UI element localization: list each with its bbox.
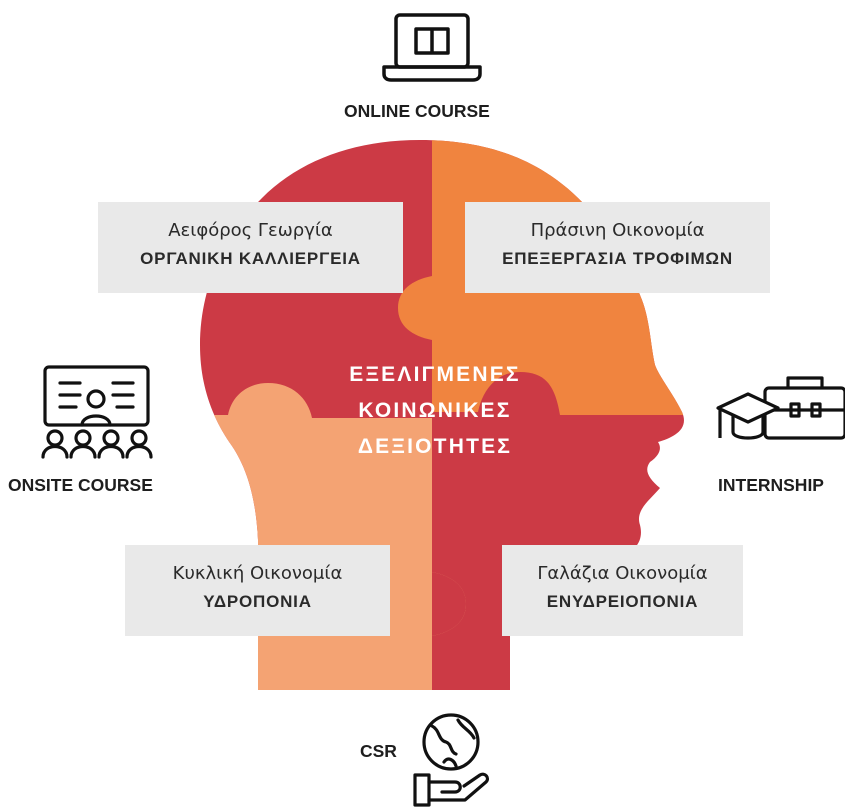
onsite-course-label: ONSITE COURSE: [8, 475, 153, 495]
center-title-line-1: ΕΞΕΛΙΓΜΕΝΕΣ: [349, 363, 521, 386]
globe-hand-icon: [413, 713, 490, 807]
box-title: ΟΡΓΑΝΙΚΗ ΚΑΛΛΙΕΡΓΕΙΑ: [140, 249, 361, 268]
laptop-book-icon: [382, 13, 482, 82]
box-title: ΥΔΡΟΠΟΝΙΑ: [203, 592, 312, 611]
box-hydroponics: Κυκλική Οικονομία ΥΔΡΟΠΟΝΙΑ: [125, 545, 390, 636]
csr-label: CSR: [360, 741, 397, 761]
box-title: ΕΠΕΞΕΡΓΑΣΙΑ ΤΡΟΦΙΜΩΝ: [502, 249, 733, 268]
classroom-icon: [41, 365, 153, 459]
box-aquaponics: Γαλάζια Οικονομία ΕΝΥΔΡΕΙΟΠΟΝΙΑ: [502, 545, 743, 636]
box-food-processing: Πράσινη Οικονομία ΕΠΕΞΕΡΓΑΣΙΑ ΤΡΟΦΙΜΩΝ: [465, 202, 770, 293]
center-title-line-2: ΚΟΙΝΩΝΙΚΕΣ: [358, 399, 512, 422]
box-organic-farming: Αειφόρος Γεωργία ΟΡΓΑΝΙΚΗ ΚΑΛΛΙΕΡΓΕΙΑ: [98, 202, 403, 293]
box-subtitle: Γαλάζια Οικονομία: [537, 563, 708, 584]
internship-label: INTERNSHIP: [718, 475, 824, 495]
box-subtitle: Κυκλική Οικονομία: [172, 563, 343, 584]
center-title: ΕΞΕΛΙΓΜΕΝΕΣ ΚΟΙΝΩΝΙΚΕΣ ΔΕΞΙΟΤΗΤΕΣ: [315, 357, 555, 465]
box-title: ΕΝΥΔΡΕΙΟΠΟΝΙΑ: [546, 592, 699, 611]
graduation-briefcase-icon: [716, 376, 845, 440]
box-subtitle: Πράσινη Οικονομία: [530, 220, 705, 241]
box-subtitle: Αειφόρος Γεωργία: [168, 220, 333, 241]
center-title-line-3: ΔΕΞΙΟΤΗΤΕΣ: [357, 435, 513, 458]
online-course-label: ONLINE COURSE: [344, 101, 490, 121]
